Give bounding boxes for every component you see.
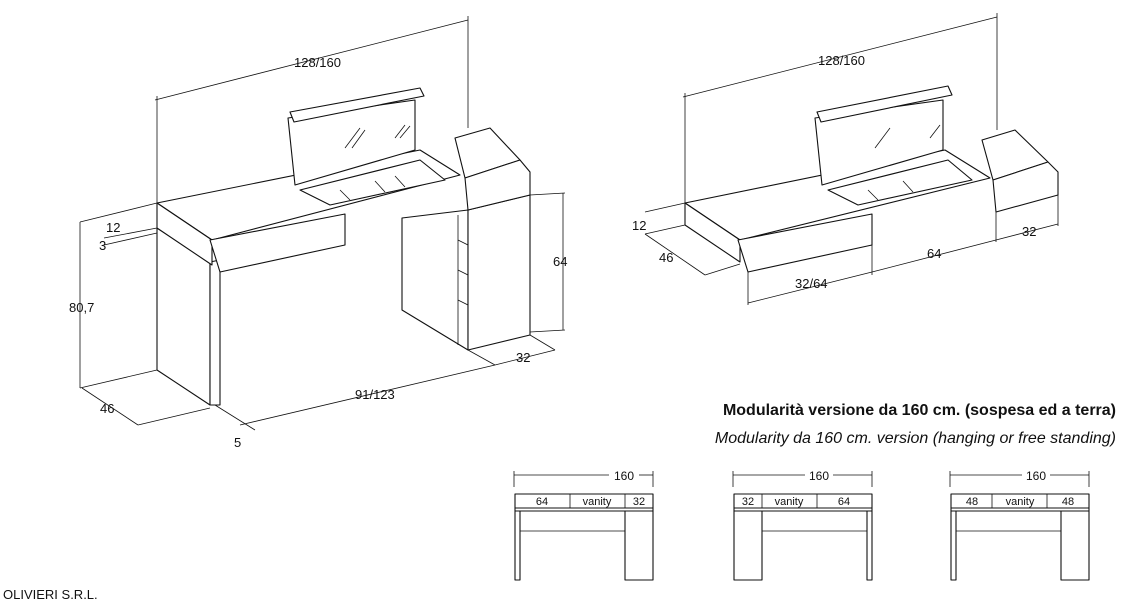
left-width: 64 — [536, 496, 548, 508]
left-width: 48 — [966, 496, 978, 508]
dim-cabinet-height: 64 — [553, 254, 567, 269]
middle-label: vanity — [775, 496, 804, 508]
dim-middle-width: 64 — [927, 246, 941, 261]
total-width: 160 — [614, 469, 634, 483]
company-name: OLIVIERI S.R.L. — [3, 587, 98, 602]
dim-total-width: 128/160 — [818, 53, 865, 68]
config-2: 160 32 vanity 64 — [732, 469, 873, 581]
right-width: 48 — [1062, 496, 1074, 508]
middle-label: vanity — [583, 496, 612, 508]
dim-top-thickness: 12 — [106, 220, 120, 235]
right-width: 32 — [633, 496, 645, 508]
desk-top-side — [156, 202, 213, 266]
dim-gap: 3 — [99, 238, 106, 253]
mirror-top-bar — [816, 85, 953, 123]
dim-drawer-width: 32/64 — [795, 276, 828, 291]
dim-total-width: 128/160 — [294, 55, 341, 70]
left-drawer — [209, 213, 346, 273]
vanity-tray — [827, 159, 973, 206]
dim-cabinet-depth: 32 — [516, 350, 530, 365]
vanity-tray — [299, 159, 446, 206]
config-1: 160 64 vanity 32 — [513, 469, 654, 581]
right-cabinet-front — [467, 194, 531, 351]
dim-leg-offset: 5 — [234, 435, 241, 450]
dim-inner-width: 91/123 — [355, 387, 395, 402]
top-drawer — [992, 161, 1059, 213]
dim-cabinet-width: 32 — [1022, 224, 1036, 239]
dim-height: 80,7 — [69, 300, 94, 315]
dim-depth: 46 — [100, 401, 114, 416]
modularity-title-english: Modularity da 160 cm. version (hanging o… — [714, 430, 1116, 447]
desk-top-side — [684, 202, 741, 263]
mirror-top-bar — [289, 87, 425, 123]
right-desk-drawing: 128/160 12 46 32/64 64 32 — [632, 13, 1059, 305]
total-width: 160 — [809, 469, 829, 483]
left-leg-front — [209, 259, 221, 406]
right-width: 64 — [838, 496, 850, 508]
left-desk-drawing: 128/160 12 3 80,7 46 5 91/123 64 32 — [69, 16, 567, 450]
modularity-title-italian: Modularità versione da 160 cm. (sospesa … — [722, 402, 1116, 419]
dim-depth: 46 — [659, 250, 673, 265]
config-3: 160 48 vanity 48 — [949, 469, 1090, 581]
total-width: 160 — [1026, 469, 1046, 483]
dim-top-thickness: 12 — [632, 218, 646, 233]
top-drawer — [464, 159, 531, 211]
left-width: 32 — [742, 496, 754, 508]
middle-label: vanity — [1006, 496, 1035, 508]
